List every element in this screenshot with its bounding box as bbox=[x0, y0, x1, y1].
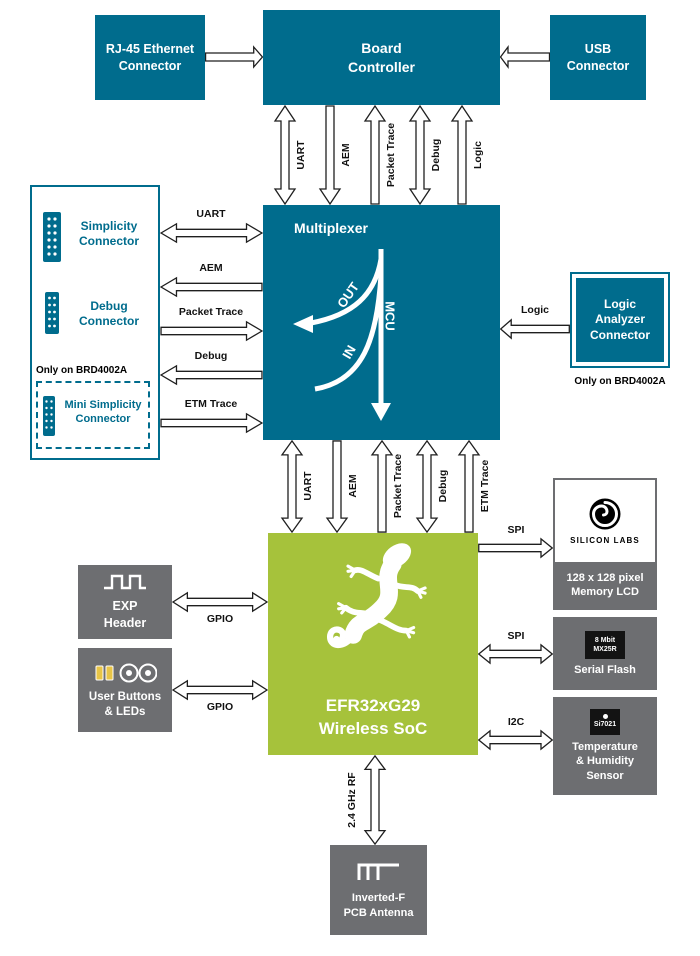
box-serial-flash: 8 Mbit MX25R Serial Flash bbox=[553, 617, 657, 690]
label-i2c: I2C bbox=[507, 716, 525, 728]
usb-label: USB Connector bbox=[566, 42, 630, 73]
label-bc-mux-logic: Logic bbox=[472, 141, 484, 169]
label-panel-mux-uart: UART bbox=[196, 208, 226, 220]
label-bc-mux-aem: AEM bbox=[340, 143, 352, 167]
mini-simplicity-connector-label: Mini Simplicity Connector bbox=[64, 399, 142, 425]
box-temp-humidity-sensor: Si7021 Temperature & Humidity Sensor bbox=[553, 697, 657, 795]
arrow-mux-soc-uart bbox=[280, 440, 304, 533]
label-panel-mux-aem: AEM bbox=[199, 262, 223, 274]
arrow-bc-mux-logic bbox=[450, 105, 474, 205]
logic-analyzer-label: Logic Analyzer Connector bbox=[590, 296, 650, 342]
box-multiplexer bbox=[263, 205, 500, 440]
panel-note-brd4002a: Only on BRD4002A bbox=[36, 365, 128, 376]
box-efr32-soc: EFR32xG29 Wireless SoC bbox=[268, 533, 478, 755]
antenna-label: Inverted-F PCB Antenna bbox=[343, 892, 414, 919]
label-bc-mux-uart: UART bbox=[295, 140, 307, 170]
serial-flash-label: Serial Flash bbox=[574, 664, 636, 676]
flash-chip-label: 8 Mbit MX25R bbox=[593, 636, 617, 653]
label-gpio-buttons: GPIO bbox=[206, 701, 234, 713]
debug-connector-icon bbox=[45, 292, 59, 334]
flash-chip-icon: 8 Mbit MX25R bbox=[585, 631, 625, 659]
arrow-bc-mux-debug bbox=[408, 105, 432, 205]
user-buttons-leds-icon bbox=[95, 663, 157, 683]
logic-analyzer-outer: Logic Analyzer Connector bbox=[570, 272, 670, 368]
memory-lcd-label: 128 x 128 pixel Memory LCD bbox=[555, 562, 655, 608]
rj45-label: RJ-45 Ethernet Connector bbox=[105, 42, 195, 73]
arrow-logic-analyzer-mux bbox=[500, 318, 570, 340]
si7021-chip-icon: Si7021 bbox=[590, 709, 620, 736]
silicon-labs-logo bbox=[589, 498, 621, 530]
debug-connector-label: Debug Connector bbox=[79, 299, 139, 328]
memory-lcd-display: SILICON LABS bbox=[555, 480, 655, 562]
efr32-label: EFR32xG29 Wireless SoC bbox=[318, 696, 428, 739]
arrow-bc-mux-aem bbox=[318, 105, 342, 205]
label-logic: Logic bbox=[521, 304, 549, 316]
simplicity-connector-icon bbox=[43, 212, 61, 262]
arrow-panel-mux-packet-trace bbox=[160, 320, 263, 342]
logic-analyzer-note: Only on BRD4002A bbox=[574, 376, 666, 387]
label-mux-soc-etm-trace: ETM Trace bbox=[479, 459, 491, 513]
mini-simplicity-box: Mini Simplicity Connector bbox=[36, 381, 150, 449]
inverted-f-antenna-icon bbox=[357, 863, 399, 881]
arrow-panel-mux-etm-trace bbox=[160, 412, 263, 434]
label-spi-flash: SPI bbox=[507, 630, 525, 642]
arrow-gpio-buttons bbox=[172, 679, 268, 701]
si7021-chip-label: Si7021 bbox=[593, 721, 617, 729]
silicon-labs-brand: SILICON LABS bbox=[570, 536, 640, 545]
arrow-rj45-to-board-controller bbox=[205, 45, 263, 69]
label-spi-lcd: SPI bbox=[507, 524, 525, 536]
arrow-spi-flash bbox=[478, 643, 553, 665]
box-board-controller: Board Controller bbox=[263, 10, 500, 105]
arrow-usb-to-board-controller bbox=[500, 45, 550, 69]
arrow-mux-soc-etm-trace bbox=[457, 440, 481, 533]
arrow-panel-mux-aem bbox=[160, 276, 263, 298]
panel-debug-connectors: Simplicity Connector Debug Connector Onl… bbox=[30, 185, 160, 460]
box-logic-analyzer-connector: Logic Analyzer Connector bbox=[576, 278, 664, 362]
arrow-panel-mux-debug bbox=[160, 364, 263, 386]
arrow-mux-soc-packet-trace bbox=[370, 440, 394, 533]
arrow-mux-soc-aem bbox=[325, 440, 349, 533]
arrow-mux-soc-debug bbox=[415, 440, 439, 533]
board-controller-label: Board Controller bbox=[348, 40, 415, 75]
label-bc-mux-packet-trace: Packet Trace bbox=[385, 122, 397, 188]
arrow-bc-mux-packet-trace bbox=[363, 105, 387, 205]
box-pcb-antenna: Inverted-F PCB Antenna bbox=[330, 845, 427, 935]
mux-switch-graphic bbox=[293, 249, 391, 421]
label-panel-mux-packet-trace: Packet Trace bbox=[178, 306, 244, 318]
arrow-i2c bbox=[478, 729, 553, 751]
exp-header-icon bbox=[104, 575, 146, 590]
arrow-spi-lcd bbox=[478, 537, 553, 559]
gecko-logo-icon bbox=[327, 543, 427, 649]
box-user-buttons-leds: User Buttons & LEDs bbox=[78, 648, 172, 732]
arrow-bc-mux-uart bbox=[273, 105, 297, 205]
arrow-gpio-exp bbox=[172, 591, 268, 613]
arrow-rf bbox=[363, 755, 387, 845]
label-rf: 2.4 GHz RF bbox=[346, 772, 358, 828]
label-bc-mux-debug: Debug bbox=[430, 138, 442, 172]
simplicity-connector-label: Simplicity Connector bbox=[79, 219, 139, 248]
arrow-panel-mux-uart bbox=[160, 222, 263, 244]
user-buttons-label: User Buttons & LEDs bbox=[88, 690, 162, 718]
mini-simplicity-connector-icon bbox=[43, 396, 55, 436]
box-memory-lcd: SILICON LABS 128 x 128 pixel Memory LCD bbox=[553, 478, 657, 610]
label-panel-mux-debug: Debug bbox=[194, 350, 228, 362]
multiplexer-label: Multiplexer bbox=[294, 220, 368, 236]
temp-sensor-label: Temperature & Humidity Sensor bbox=[572, 741, 638, 782]
box-exp-header: EXP Header bbox=[78, 565, 172, 639]
label-mux-soc-packet-trace: Packet Trace bbox=[392, 453, 404, 519]
label-mux-soc-uart: UART bbox=[302, 471, 314, 501]
box-usb-connector: USB Connector bbox=[550, 15, 646, 100]
exp-header-label: EXP Header bbox=[103, 599, 147, 630]
label-panel-mux-etm-trace: ETM Trace bbox=[184, 398, 238, 410]
label-mux-soc-debug: Debug bbox=[437, 469, 449, 503]
label-gpio-exp: GPIO bbox=[206, 613, 234, 625]
mux-mcu-label: MCU bbox=[382, 301, 398, 331]
chip-pin1-dot bbox=[602, 714, 608, 720]
box-rj45-ethernet-connector: RJ-45 Ethernet Connector bbox=[95, 15, 205, 100]
label-mux-soc-aem: AEM bbox=[347, 474, 359, 498]
